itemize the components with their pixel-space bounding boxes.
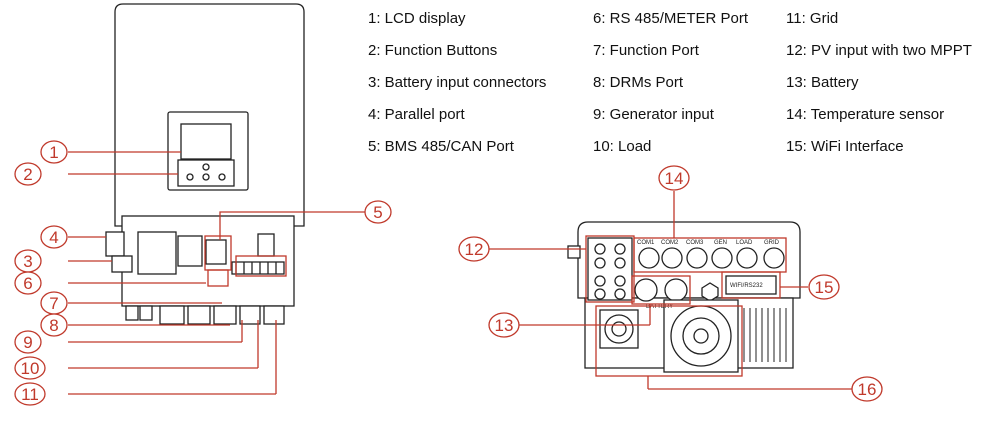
label-com1: COM1 — [637, 240, 655, 246]
cable-gland — [159, 305, 185, 325]
button-up-icon — [202, 163, 210, 171]
svg-text:3: 3 — [23, 252, 32, 271]
legend-item-14: 14: Temperature sensor — [786, 106, 945, 123]
legend-item-1: 1: LCD display — [368, 10, 466, 27]
bottom-leader-lines — [489, 191, 852, 390]
legend-item-15: 15: WiFi Interface — [786, 138, 904, 155]
legend-item-10: 10: Load — [593, 138, 652, 155]
pv-input-block — [587, 237, 633, 301]
legend-item-9: 9: Generator input — [593, 106, 714, 123]
temperature-sensor-icon — [701, 282, 719, 302]
callout-7: 7 — [40, 291, 68, 315]
bms-port-block — [205, 239, 227, 265]
svg-text:11: 11 — [21, 385, 39, 404]
button-ok-icon — [202, 173, 210, 181]
svg-text:13: 13 — [495, 316, 514, 335]
legend-item-11: 11: Grid — [786, 10, 839, 27]
legend: 1: LCD display 2: Function Buttons 3: Ba… — [368, 6, 998, 166]
svg-text:16: 16 — [858, 380, 877, 399]
label-com2: COM2 — [661, 240, 679, 246]
terminal-strip — [231, 261, 285, 275]
callout-11: 11 — [14, 382, 46, 406]
svg-text:6: 6 — [23, 274, 32, 293]
cable-gland — [187, 305, 211, 325]
button-left-icon — [186, 173, 194, 181]
com2-port — [661, 247, 683, 269]
svg-text:5: 5 — [373, 203, 382, 222]
bottom-callouts: 12 14 15 13 16 — [458, 165, 883, 402]
pv-connector-stub — [567, 245, 581, 259]
label-load: LOAD — [736, 240, 753, 246]
legend-item-2: 2: Function Buttons — [368, 42, 498, 59]
battery-port-negative — [664, 278, 688, 302]
callout-4: 4 — [40, 225, 68, 249]
gen-port — [711, 247, 733, 269]
button-right-icon — [218, 173, 226, 181]
legend-item-3: 3: Battery input connectors — [368, 74, 547, 91]
front-view-inverter — [105, 3, 305, 325]
callout-6: 6 — [14, 271, 42, 295]
svg-text:4: 4 — [49, 228, 58, 247]
legend-item-12: 12: PV input with two MPPT — [786, 42, 972, 59]
callout-16: 16 — [851, 376, 883, 402]
legend-item-7: 7: Function Port — [593, 42, 699, 59]
callout-8: 8 — [40, 313, 68, 337]
svg-text:10: 10 — [21, 359, 40, 378]
cable-gland — [239, 305, 261, 325]
legend-item-4: 4: Parallel port — [368, 106, 465, 123]
legend-item-6: 6: RS 485/METER Port — [593, 10, 749, 27]
breaker-block — [137, 231, 177, 275]
cable-gland — [263, 305, 285, 325]
cable-gland — [125, 305, 139, 321]
label-wifi: WIFI/RS232 — [730, 283, 763, 289]
svg-text:1: 1 — [49, 143, 58, 162]
bottom-view-inverter — [567, 221, 801, 373]
com3-port — [686, 247, 708, 269]
battery-port-positive — [634, 278, 658, 302]
svg-text:7: 7 — [49, 294, 58, 313]
legend-item-5: 5: BMS 485/CAN Port — [368, 138, 514, 155]
callout-2: 2 — [14, 162, 42, 186]
label-grid: GRID — [764, 240, 780, 246]
svg-text:15: 15 — [815, 278, 834, 297]
front-leader-lines — [68, 151, 365, 395]
battery-connector — [111, 255, 133, 273]
switch-block — [257, 233, 275, 257]
callout-10: 10 — [14, 356, 46, 380]
wifi-interface — [725, 275, 777, 295]
terminal-block — [177, 235, 203, 267]
cable-gland — [139, 305, 153, 321]
lcd-display — [180, 123, 232, 160]
label-gen: GEN — [714, 240, 727, 246]
svg-text:9: 9 — [23, 333, 32, 352]
svg-text:2: 2 — [23, 165, 32, 184]
com1-port — [638, 247, 660, 269]
legend-item-8: 8: DRMs Port — [593, 74, 684, 91]
callout-14: 14 — [658, 165, 690, 191]
load-port — [736, 247, 758, 269]
bottom-port-labels: COM1 COM2 COM3 GEN LOAD GRID BATTERY WIF… — [637, 240, 780, 310]
legend-item-13: 13: Battery — [786, 74, 859, 91]
callout-13: 13 — [488, 312, 520, 338]
callout-5: 5 — [364, 200, 392, 224]
callout-15: 15 — [808, 274, 840, 300]
grid-port — [763, 247, 785, 269]
callout-9: 9 — [14, 330, 42, 354]
front-callouts: 1 2 4 3 6 7 8 9 10 11 5 — [14, 140, 392, 406]
callout-1: 1 — [40, 140, 68, 164]
label-battery: BATTERY — [646, 304, 673, 310]
callout-12: 12 — [458, 236, 490, 262]
svg-text:14: 14 — [665, 169, 684, 188]
callout-3: 3 — [14, 249, 42, 273]
parallel-port-connector — [105, 231, 125, 257]
svg-text:12: 12 — [465, 240, 484, 259]
label-com3: COM3 — [686, 240, 704, 246]
svg-text:8: 8 — [49, 316, 58, 335]
cable-gland — [213, 305, 237, 325]
